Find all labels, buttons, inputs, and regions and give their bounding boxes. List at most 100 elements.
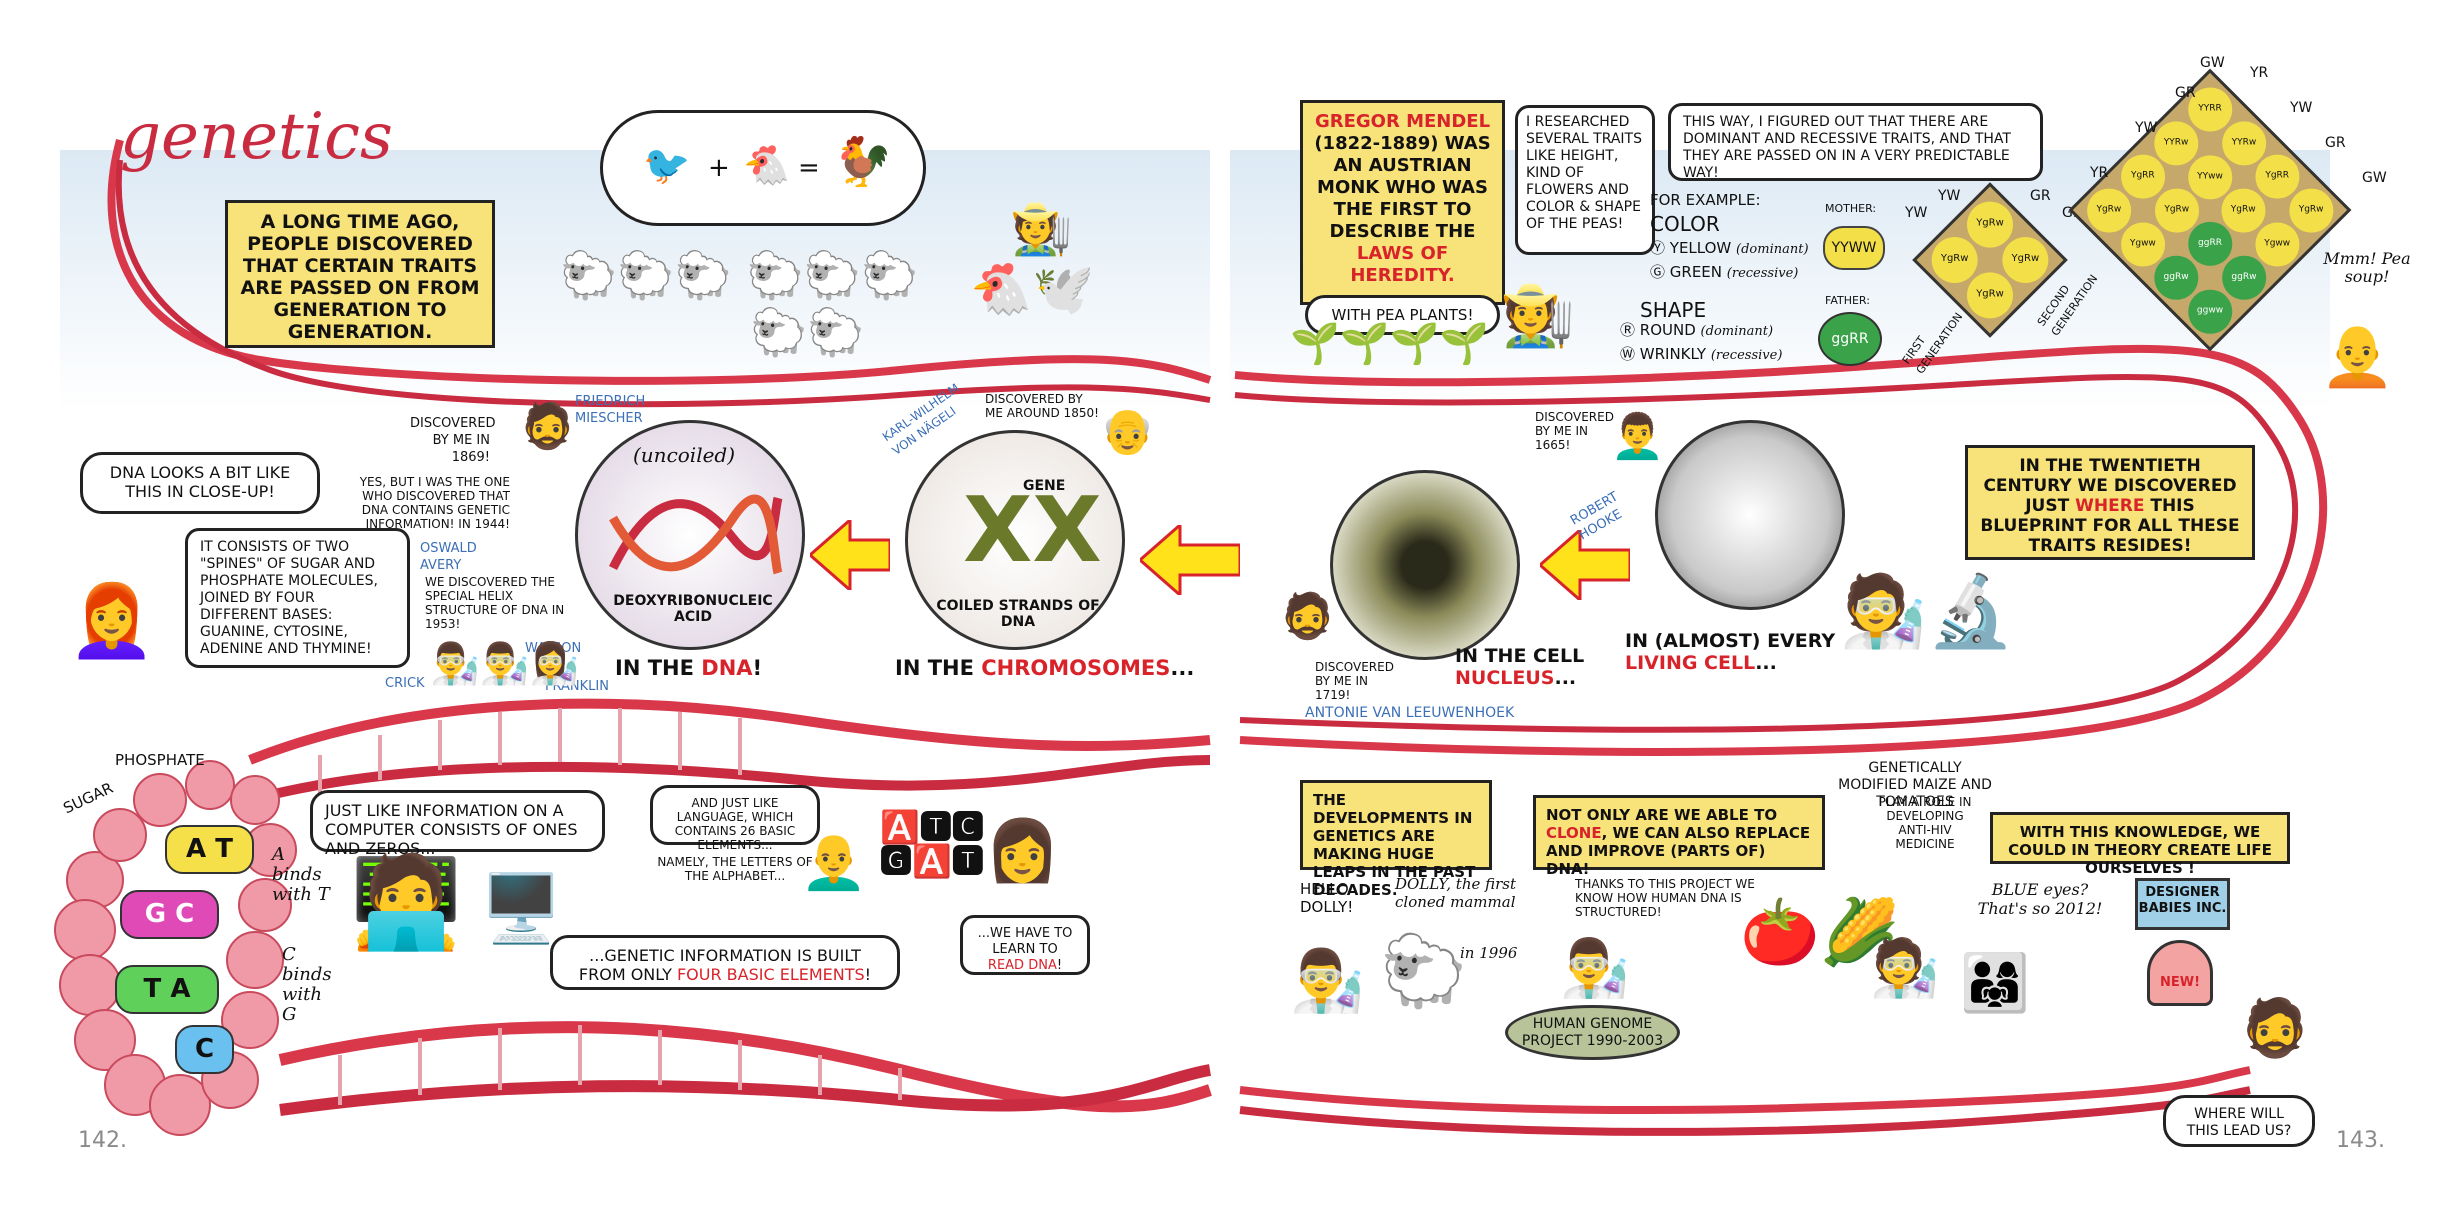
language-bubble: AND JUST LIKE LANGUAGE, WHICH CONTAINS 2… bbox=[650, 785, 820, 852]
uncoiled-label: (uncoiled) bbox=[633, 443, 736, 467]
arrow-left-2 bbox=[1140, 525, 1240, 595]
in-the-chromosomes: IN THE CHROMOSOMES... bbox=[895, 656, 1195, 680]
punnett-cell: ggRR bbox=[2188, 221, 2232, 266]
nucleus-circle bbox=[1330, 470, 1520, 660]
lead-us-bubble: WHERE WILL THIS LEAD US? bbox=[2163, 1095, 2315, 1147]
chromosome-circle-label: COILED STRANDS OF DNA bbox=[936, 598, 1100, 630]
blue-eyes-speech: BLUE eyes? That's so 2012! bbox=[1977, 880, 2103, 918]
reader-icon: 👨‍🦲 bbox=[800, 830, 868, 893]
big-header-2: gR bbox=[2175, 85, 2196, 101]
punnett-cell: YgRw bbox=[1967, 201, 2013, 248]
genome-scientist-icon: 👨‍🔬 bbox=[1560, 936, 1630, 1001]
mendel-box: GREGOR MENDEL (1822-1889) WAS AN AUSTRIA… bbox=[1300, 100, 1505, 305]
watson-name: WATSON bbox=[525, 641, 582, 656]
knowledge-box: WITH THIS KNOWLEDGE, WE COULD IN THEORY … bbox=[1990, 812, 2290, 877]
in-the-dna: IN THE DNA! bbox=[615, 656, 763, 680]
punnett-cell: YgRw bbox=[2221, 188, 2266, 232]
base-pair-at: A T bbox=[165, 825, 254, 874]
shape-label: SHAPE bbox=[1640, 298, 1707, 322]
letter-blocks-icon: 🅰️🆃🅲🅶🅰️🆃 bbox=[880, 808, 984, 880]
nageli-note: DISCOVERED BY ME AROUND 1850! bbox=[985, 392, 1099, 420]
dna-closeup-bubble: DNA LOOKS A BIT LIKE THIS IN CLOSE-UP! bbox=[80, 452, 320, 514]
birds-icon: 🐔🕊️ bbox=[970, 260, 1095, 318]
mendel-laws: LAWS OF HEREDITY. bbox=[1350, 243, 1455, 286]
father-pea: ggRR bbox=[1818, 312, 1882, 366]
dna-circle: (uncoiled) DEOXYRIBONUCLEIC ACID bbox=[575, 420, 805, 650]
twentieth-century-box: IN THE TWENTIETH CENTURY WE DISCOVERED J… bbox=[1965, 445, 2255, 560]
base-pair-ta: T A bbox=[115, 965, 219, 1014]
crick-name: CRICK bbox=[385, 676, 425, 691]
clone-box: NOT ONLY ARE WE ABLE TO CLONE, WE CAN AL… bbox=[1533, 795, 1825, 878]
hen-icon: 🐔 bbox=[743, 143, 791, 187]
computer-bubble: JUST LIKE INFORMATION ON A COMPUTER CONS… bbox=[310, 790, 605, 858]
tomato-plant-icon: 🍅🌽 bbox=[1740, 896, 1900, 970]
developments-box: THE DEVELOPMENTS IN GENETICS ARE MAKING … bbox=[1300, 780, 1492, 899]
page-number-right: 143. bbox=[2336, 1128, 2385, 1153]
green-row: ⓖ GREEN (recessive) bbox=[1650, 263, 1799, 282]
dolly-year: in 1996 bbox=[1460, 944, 1518, 962]
four-elements-bubble: ...GENETIC INFORMATION IS BUILT FROM ONL… bbox=[550, 935, 900, 990]
miescher-name: FRIEDRICH MIESCHER bbox=[575, 394, 646, 426]
big-header-4: YR bbox=[2250, 65, 2269, 81]
hooke-icon: 👨‍🦱 bbox=[1610, 411, 1665, 462]
franklin-name: FRANKLIN bbox=[545, 679, 609, 694]
thought-cloud: 🐦 + 🐔 = 🐓 bbox=[600, 110, 926, 226]
leeuwenhoek-icon: 🧔 bbox=[1280, 591, 1335, 642]
chicken-icon: 🐓 bbox=[833, 134, 893, 190]
gene-label: GENE bbox=[1023, 478, 1066, 494]
big-header-6: gR bbox=[2325, 135, 2346, 151]
small-header-0: Yw bbox=[1905, 205, 1928, 221]
punnett-cell: ggww bbox=[2188, 289, 2232, 333]
sheep-pair-icon: 🐑🐑 bbox=[750, 305, 865, 359]
intro-box: A LONG TIME AGO, PEOPLE DISCOVERED THAT … bbox=[225, 200, 495, 348]
arrow-left-1 bbox=[810, 520, 890, 590]
round-row: Ⓡ ROUND (dominant) bbox=[1620, 321, 1774, 340]
mendel-dates: (1822-1889) WAS AN AUSTRIAN MONK WHO WAS… bbox=[1314, 133, 1491, 242]
punnett-cell: YgRR bbox=[2121, 154, 2165, 199]
nageli-icon: 👴 bbox=[1100, 406, 1155, 457]
wrinkly-row: Ⓦ WRINKLY (recessive) bbox=[1620, 345, 1783, 364]
worried-man-icon: 🧔 bbox=[2240, 996, 2310, 1061]
helix-note: WE DISCOVERED THE SPECIAL HELIX STRUCTUR… bbox=[425, 575, 565, 631]
man-computer-icon: 🧑‍💻 bbox=[350, 850, 463, 955]
punnett-cell: YgRw bbox=[1931, 237, 1978, 283]
monk-watering-icon: 🧑‍🌾 bbox=[1500, 281, 1575, 351]
punnett-cell: YgRw bbox=[2087, 188, 2131, 232]
genetics-title: genetics bbox=[120, 100, 393, 174]
plus-icon: + bbox=[708, 153, 730, 183]
mother-pea: YYWW bbox=[1823, 226, 1885, 270]
farmer-icon: 🧑‍🌾 bbox=[1010, 200, 1073, 258]
dna-circle-label: DEOXYRIBONUCLEIC ACID bbox=[613, 593, 773, 625]
page-number-left: 142. bbox=[78, 1128, 127, 1153]
double-helix-icon bbox=[608, 494, 783, 575]
punnett-cell: ggRw bbox=[2221, 255, 2266, 299]
small-header-1: Yw bbox=[1938, 188, 1961, 204]
big-header-0: YR bbox=[2090, 165, 2109, 181]
scientist-dolly-icon: 👨‍🔬 bbox=[1290, 946, 1365, 1016]
punnett-cell: YgRR bbox=[2255, 154, 2299, 199]
read-dna-bubble: ...WE HAVE TO LEARN TO READ DNA! bbox=[960, 915, 1090, 975]
miescher-icon: 🧔 bbox=[520, 401, 575, 452]
new-sign: NEW! bbox=[2147, 940, 2213, 1006]
punnett-cell: YgRw bbox=[1967, 272, 2013, 319]
punnett-cell: Ygww bbox=[2121, 221, 2165, 266]
hello-dolly: HELLO DOLLY! bbox=[1300, 880, 1354, 916]
punnett-cell: YYRw bbox=[2221, 121, 2266, 165]
father-label: FATHER: bbox=[1825, 294, 1870, 307]
punnett-cell: YgRw bbox=[2154, 188, 2199, 232]
anti-hiv-note: PLAY A ROLE IN DEVELOPING ANTI-HIV MEDIC… bbox=[1878, 795, 1972, 851]
monk-soup-icon: 🧑‍🦲 bbox=[2320, 321, 2395, 391]
genome-project-vat: HUMAN GENOME PROJECT 1990-2003 bbox=[1505, 1005, 1680, 1060]
a-binds-t: A binds with T bbox=[272, 844, 330, 905]
crop-scientist-icon: 🧑‍🔬 bbox=[1870, 936, 1940, 1001]
mendel-name: GREGOR MENDEL bbox=[1314, 111, 1491, 132]
miescher-note: DISCOVERED BY ME IN 1869! bbox=[410, 416, 496, 465]
chromosome-circle: XX GENE COILED STRANDS OF DNA bbox=[905, 430, 1125, 650]
punnett-cell: ggRw bbox=[2154, 255, 2199, 299]
punnett-cell: Ygww bbox=[2255, 221, 2299, 266]
small-header-2: gR bbox=[2030, 188, 2051, 204]
color-label: COLOR bbox=[1650, 212, 1720, 236]
mother-label: MOTHER: bbox=[1825, 202, 1877, 215]
alphabet-note: NAMELY, THE LETTERS OF THE ALPHABET... bbox=[657, 855, 813, 883]
